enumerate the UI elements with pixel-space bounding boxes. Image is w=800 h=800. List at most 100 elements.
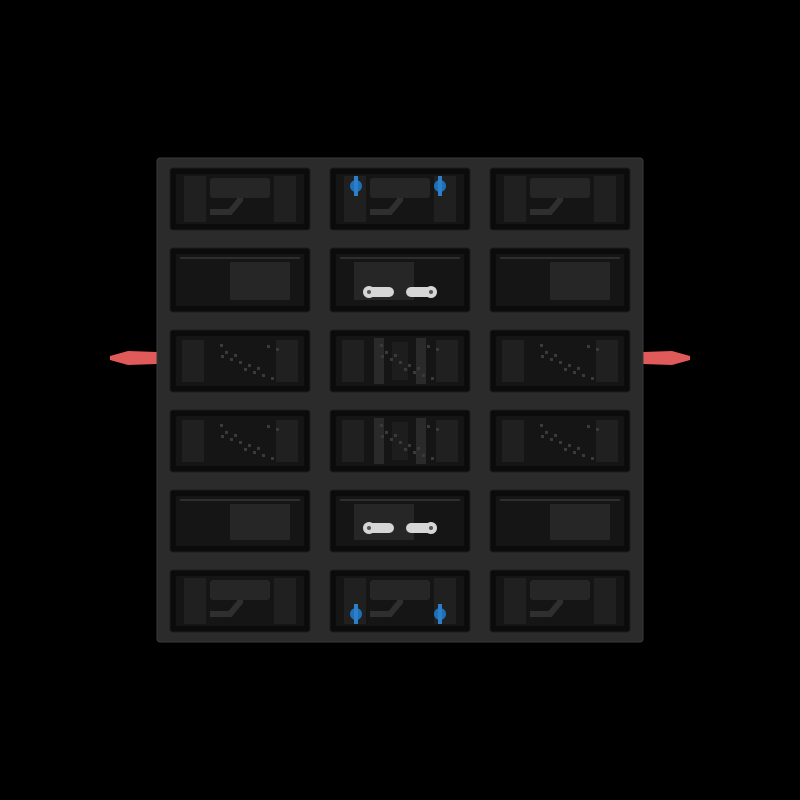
cell-wall [594,578,616,624]
component-dot [591,377,594,380]
component-dot [244,448,247,451]
cabinet-cell [489,167,631,231]
component-dot [394,434,397,437]
cell-wall [342,420,364,462]
side-tab-icon [643,351,690,365]
component-dot [220,344,223,347]
cabinet-cell [169,409,311,473]
cell-handle [210,178,270,198]
component-dot [234,434,237,437]
component-dot [568,364,571,367]
component-dot [267,345,270,348]
cell-wall [184,578,206,624]
component-dot [413,451,416,454]
component-dot [253,451,256,454]
cabinet-cell [489,409,631,473]
cell-wall [182,420,204,462]
cell-panel [230,504,290,540]
cabinet-cell [329,569,471,633]
component-dot [381,355,384,358]
latch-hole [429,526,433,530]
lock-pin-icon [350,176,362,196]
cell-handle [530,580,590,600]
component-dot [422,374,425,377]
component-dot [427,425,430,428]
cabinet-cell [489,489,631,553]
cabinet-cells [169,167,631,633]
component-dot [587,345,590,348]
lock-pin-icon [350,604,362,624]
cabinet-cell [169,167,311,231]
component-dot [422,454,425,457]
component-dot [577,367,580,370]
cell-wall [276,420,298,462]
component-dot [381,435,384,438]
component-dot [417,367,420,370]
component-dot [431,457,434,460]
component-dot [248,444,251,447]
cell-wall [182,340,204,382]
cell-wall [436,340,458,382]
component-dot [239,361,242,364]
component-dot [591,457,594,460]
component-dot [436,348,439,351]
cell-wall [502,420,524,462]
cabinet-cell [489,247,631,313]
component-dot [582,454,585,457]
latch-hole [367,526,371,530]
cell-wall [436,420,458,462]
cell-handle [210,580,270,600]
cell-handle [530,178,590,198]
component-dot [271,377,274,380]
cabinet-cell [329,409,471,473]
lock-pins [350,176,446,624]
cell-handle [370,178,430,198]
component-dot [417,447,420,450]
component-dot [230,438,233,441]
component-dot [276,428,279,431]
cell-post [374,418,384,464]
lock-pin-shaft [438,604,442,624]
component-dot [267,425,270,428]
cell-wall [504,176,526,222]
component-dot [248,364,251,367]
component-dot [380,344,383,347]
component-dot [573,451,576,454]
cabinet-cell [169,247,311,313]
component-dot [559,361,562,364]
cell-wall [596,420,618,462]
cell-wall [184,176,206,222]
side-tab-icon [110,351,157,365]
cabinet-cell [169,569,311,633]
component-dot [276,348,279,351]
component-dot [427,345,430,348]
cell-post [416,338,426,384]
cabinet-cell [489,569,631,633]
component-dot [253,371,256,374]
cell-post [374,338,384,384]
component-dot [550,358,553,361]
cabinet-cell [169,329,311,393]
component-dot [399,361,402,364]
component-dot [582,374,585,377]
component-dot [408,444,411,447]
component-dot [568,444,571,447]
component-dot [559,441,562,444]
component-dot [404,368,407,371]
component-dot [404,448,407,451]
cabinet-cell [329,489,471,553]
cell-wall [276,340,298,382]
cell-post [416,418,426,464]
cell-panel [354,504,414,540]
component-dot [587,425,590,428]
cabinet-cell [169,489,311,553]
latch-icon [363,522,437,534]
cabinet-cell [329,167,471,231]
component-dot [596,348,599,351]
component-dot [220,424,223,427]
component-dot [431,377,434,380]
component-dot [554,434,557,437]
cell-wall [594,176,616,222]
cabinet-cell [329,247,471,313]
cell-wall [502,340,524,382]
